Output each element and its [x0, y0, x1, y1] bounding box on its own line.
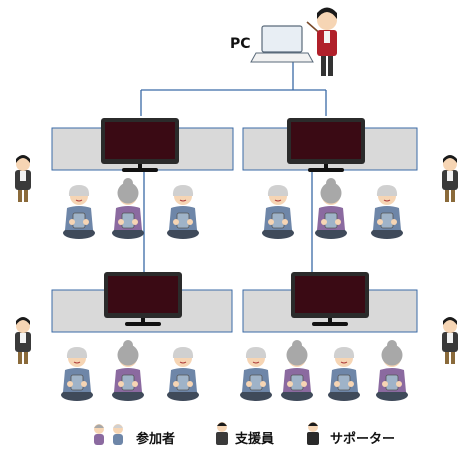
- legend-supporters-label: サポーター: [330, 432, 396, 447]
- legend-support-staff-label: 支援員: [235, 432, 275, 447]
- support-staff-top-left: [15, 155, 31, 202]
- tv-top-left: [101, 118, 179, 172]
- participant-8: [112, 340, 144, 401]
- support-staff-bottom-right: [442, 317, 458, 364]
- participant-11: [281, 340, 313, 401]
- legend-participants-label: 参加者: [136, 432, 176, 447]
- tv-top-right: [287, 118, 365, 172]
- legend-participants-icon: [94, 424, 123, 445]
- participant-7: [61, 347, 93, 401]
- participant-10: [240, 347, 272, 401]
- tv-bottom-right: [291, 272, 369, 326]
- pc-label: PC: [230, 36, 251, 52]
- laptop-icon: [250, 25, 314, 63]
- connection-lines: [140, 60, 327, 275]
- legend-support-staff-icon: [216, 422, 228, 445]
- tv-bottom-left: [104, 272, 182, 326]
- support-staff-top-right: [442, 155, 458, 202]
- participant-3: [167, 185, 199, 239]
- legend-supporters-icon: [307, 422, 319, 445]
- participant-9: [167, 347, 199, 401]
- participant-6: [371, 185, 403, 239]
- participant-13: [376, 340, 408, 401]
- presenter-icon: [306, 7, 337, 76]
- participant-5: [315, 178, 347, 239]
- support-staff-bottom-left: [15, 317, 31, 364]
- participant-4: [262, 185, 294, 239]
- participant-12: [328, 347, 360, 401]
- participant-1: [63, 185, 95, 239]
- participant-2: [112, 178, 144, 239]
